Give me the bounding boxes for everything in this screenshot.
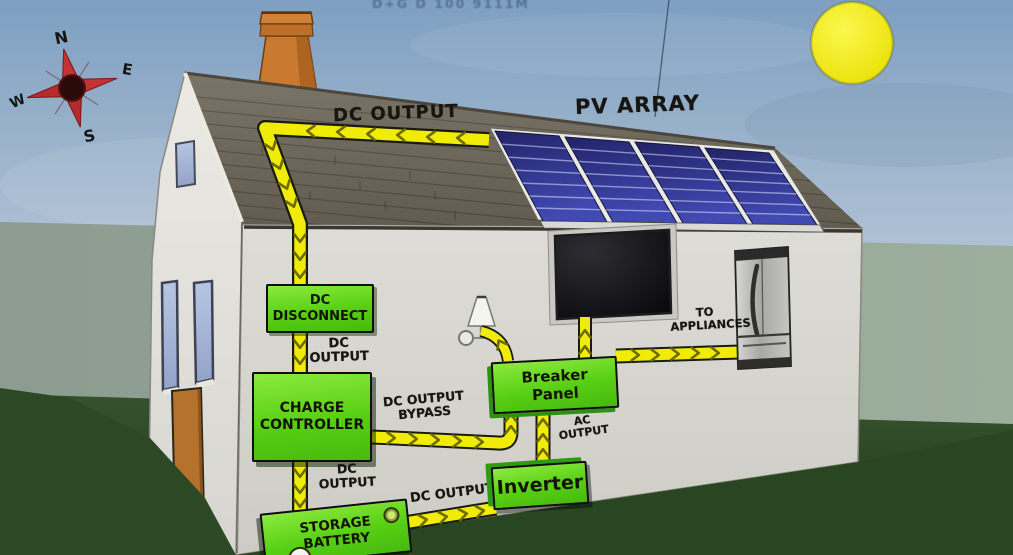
wire-breaker-to-tv [578, 317, 592, 360]
dc-disconnect-line1: DC [309, 292, 331, 308]
tv-screen [553, 228, 673, 321]
compass-letter-e: E [121, 60, 134, 80]
breaker-panel-line2: Panel [531, 383, 580, 405]
label-line: OUTPUT [309, 349, 370, 367]
wire-battery-to-inverter [402, 500, 498, 531]
wire-breaker-to-lamp [479, 325, 514, 363]
wire-pv-to-disconnect [257, 120, 490, 288]
power-line [654, 0, 670, 118]
pv-array-rail [539, 220, 825, 233]
pv-array [489, 127, 825, 233]
cloud [410, 13, 830, 77]
label-line: OUTPUT [318, 473, 377, 492]
window-sill [196, 379, 214, 388]
dc-disconnect-line2: DISCONNECT [272, 308, 368, 324]
pv-array-label: PV ARRAY [574, 90, 701, 120]
wire-inverter-to-breaker [535, 410, 551, 465]
compass-letter-w: W [8, 91, 29, 112]
charge-controller-box: CHARGE CONTROLLER [252, 372, 372, 462]
compass-letter-n: N [53, 27, 70, 48]
wire-controller-to-battery [292, 460, 308, 512]
charge-controller-line2: CONTROLLER [259, 417, 365, 433]
wire-breaker-to-appliances [615, 344, 741, 364]
wall-corner-edge [236, 223, 243, 554]
inverter-label: Inverter [496, 471, 584, 500]
cloud [745, 83, 1013, 167]
compass-rose-icon: N E S W [8, 27, 134, 146]
grass-foreground [0, 388, 236, 555]
dc-disconnect-box: DC DISCONNECT [266, 284, 374, 333]
sun-icon [809, 0, 895, 86]
wiring [257, 120, 741, 531]
tv-icon [547, 223, 679, 326]
roof-gable-trim [183, 72, 244, 223]
attic-window [174, 139, 197, 189]
refrigerator-icon [734, 246, 792, 370]
to-appliances-label: TO APPLIANCES [669, 304, 751, 334]
dc-output-label-disconnect: DC OUTPUT [307, 336, 372, 367]
watermark-text: D+G D 100 9111M [372, 0, 530, 11]
dc-output-roof-label: DC OUTPUT [332, 100, 460, 127]
window-right [192, 279, 215, 385]
dc-output-label-controller: DC OUTPUT [315, 460, 378, 492]
charge-controller-line1: CHARGE [279, 400, 345, 417]
inverter-box: Inverter [490, 460, 590, 511]
door-shade [197, 388, 204, 516]
compass-letter-s: S [82, 125, 97, 146]
wire-bypass [371, 410, 519, 451]
roof-ridge [184, 71, 776, 150]
wire-disconnect-to-controller [292, 330, 308, 374]
window-left [160, 279, 180, 392]
breaker-panel-box: Breaker Panel [490, 355, 620, 415]
grass-foreground [236, 430, 1013, 555]
battery-terminal-icon [382, 506, 401, 524]
